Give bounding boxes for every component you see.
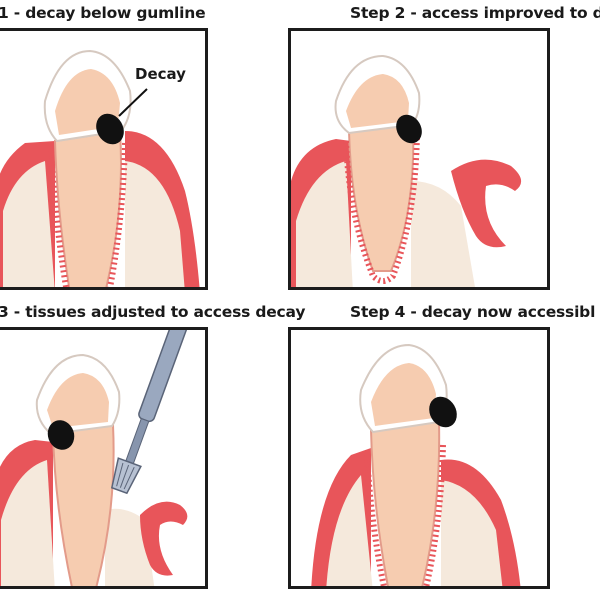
decay-cavity [429,396,457,428]
crown-inner [346,74,409,128]
crown-inner [47,373,109,428]
root [53,129,122,287]
step-4-illustration [311,343,521,586]
bone [1,460,55,586]
dental-instrument [110,330,190,495]
gum-flap [451,159,522,248]
step-3-illustration [0,330,190,586]
decay-pointer [118,88,148,117]
step-1-caption: 1 - decay below gumline [0,4,206,22]
step-4-caption: Step 4 - decay now accessibl [350,303,596,321]
root [369,420,441,586]
periodontal-ligament [423,444,446,586]
decay-label: Decay [135,65,186,83]
step-2-illustration [291,54,522,287]
step-1-illustration [0,49,200,287]
step-2-panel [288,28,550,290]
periodontal-ligament [364,454,387,586]
crown-inner [371,363,436,426]
bone [441,480,503,586]
bone [125,161,185,287]
gum-flap [140,501,188,576]
step-3-caption: 3 - tissues adjusted to access decay [0,303,306,321]
bone [296,161,353,287]
step-3-panel [0,327,208,589]
decay-cavity [396,114,422,144]
bone [326,475,373,586]
step-4-panel [288,327,550,589]
step-1-panel: Decay [0,28,208,290]
bone [3,161,55,287]
periodontal-ligament [107,142,128,287]
decay-cavity [47,420,75,450]
bone [411,181,475,287]
root [51,423,115,586]
periodontal-ligament [48,150,70,287]
decay-cavity [96,113,124,145]
step-2-caption: Step 2 - access improved to d [350,4,600,22]
periodontal-ligament [343,130,420,284]
